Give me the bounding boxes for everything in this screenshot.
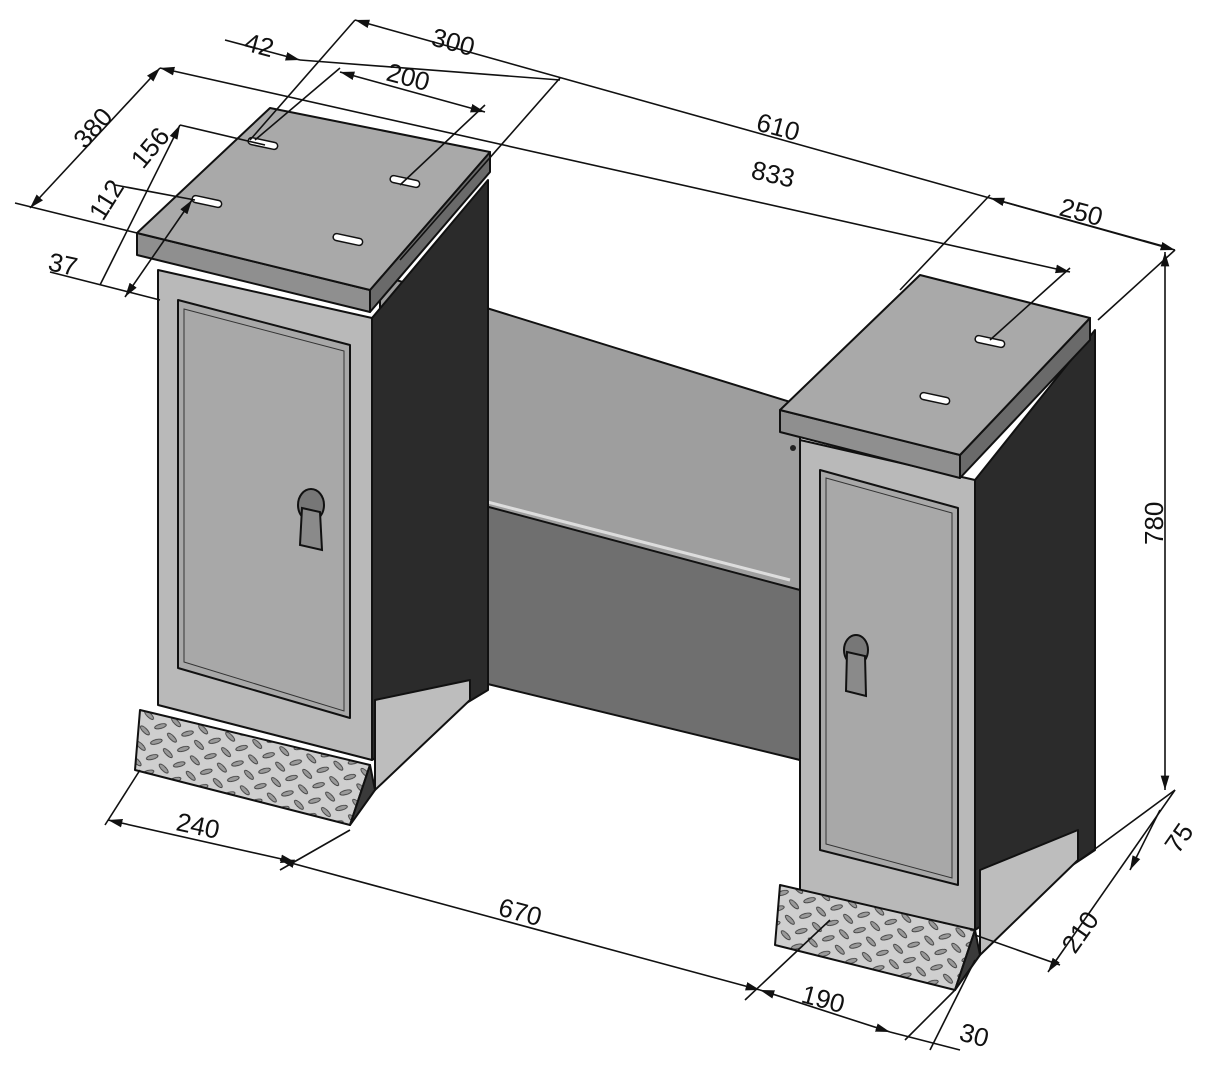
dim-75: 75 [1158,818,1199,859]
right-door-handle [843,634,869,698]
dim-240: 240 [174,807,223,845]
left-door-handle [297,488,325,552]
dim-200: 200 [383,57,433,97]
dim-112: 112 [83,174,130,225]
dim-380: 380 [67,102,118,154]
dim-190: 190 [798,979,848,1019]
dim-156: 156 [125,121,176,174]
dim-670: 670 [495,892,545,932]
dim-610: 610 [753,107,803,147]
dim-250: 250 [1056,192,1106,232]
left-pedestal [134,107,491,826]
dim-37: 37 [46,247,81,282]
dimension-lines [14,19,1176,1051]
dim-833: 833 [749,155,798,194]
right-pedestal [774,274,1096,991]
dim-780: 780 [1139,502,1169,545]
dim-42: 42 [241,27,277,63]
dim-30: 30 [956,1017,992,1053]
dim-300: 300 [428,22,478,62]
